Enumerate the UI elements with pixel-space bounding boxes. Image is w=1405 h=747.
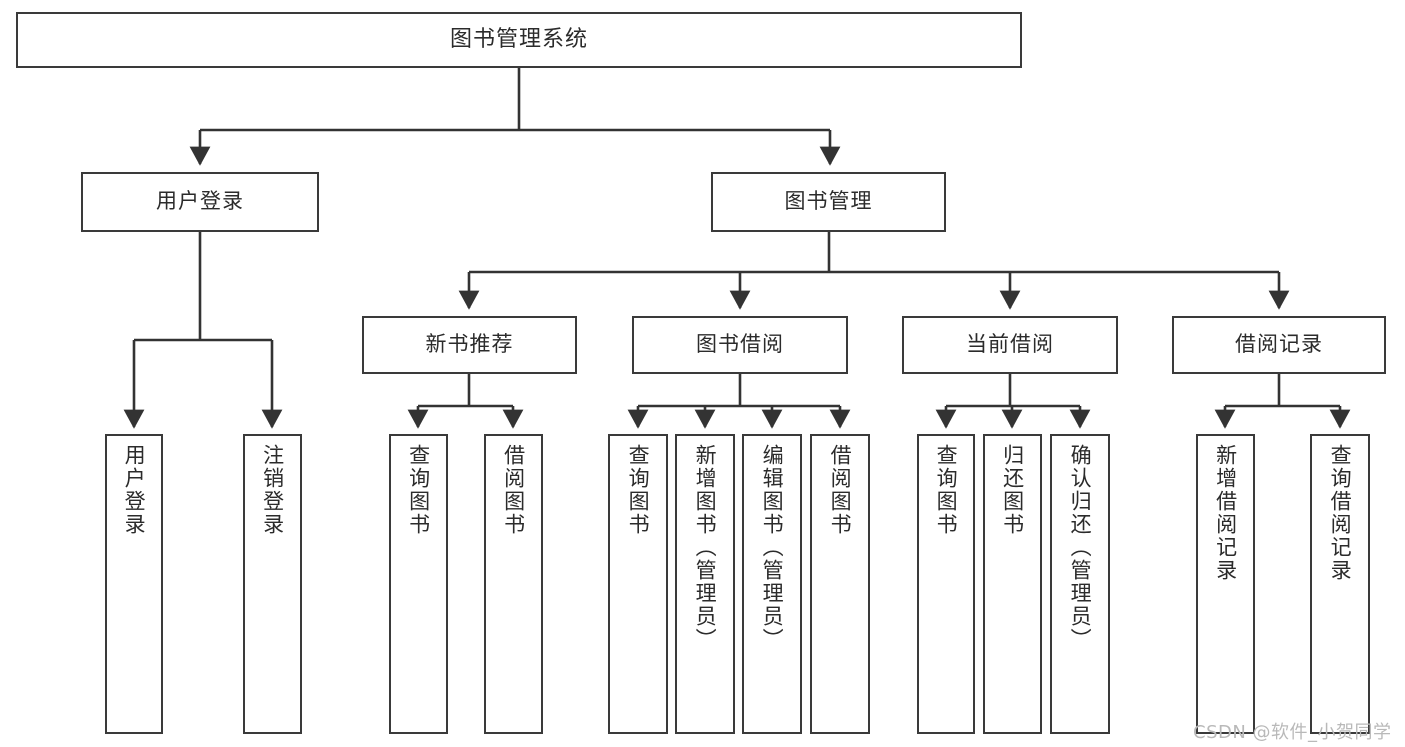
leaf-borrow-book-2[interactable]: 借阅图书 [810, 434, 870, 734]
node-book-borrow-label: 图书借阅 [696, 332, 784, 357]
leaf-user-login-label: 用户登录 [122, 444, 147, 536]
leaf-borrow-book-2-label: 借阅图书 [828, 444, 853, 536]
leaf-confirm-return-label: 确认归还（管理员） [1068, 444, 1093, 651]
node-book-manage-label: 图书管理 [784, 189, 873, 214]
node-current-borrow[interactable]: 当前借阅 [902, 316, 1118, 374]
leaf-confirm-return[interactable]: 确认归还（管理员） [1050, 434, 1110, 734]
node-book-borrow[interactable]: 图书借阅 [632, 316, 848, 374]
node-current-borrow-label: 当前借阅 [966, 332, 1054, 357]
leaf-logout-label: 注销登录 [260, 444, 285, 536]
leaf-add-book[interactable]: 新增图书（管理员） [675, 434, 735, 734]
leaf-edit-book[interactable]: 编辑图书（管理员） [742, 434, 802, 734]
leaf-borrow-book-1-label: 借阅图书 [501, 444, 526, 536]
node-root[interactable]: 图书管理系统 [16, 12, 1022, 68]
node-new-book-recommend-label: 新书推荐 [425, 332, 514, 357]
node-book-manage[interactable]: 图书管理 [711, 172, 946, 232]
node-new-book-recommend[interactable]: 新书推荐 [362, 316, 577, 374]
leaf-user-login[interactable]: 用户登录 [105, 434, 163, 734]
node-borrow-record[interactable]: 借阅记录 [1172, 316, 1386, 374]
node-user-login[interactable]: 用户登录 [81, 172, 319, 232]
leaf-logout[interactable]: 注销登录 [243, 434, 302, 734]
leaf-query-book-1[interactable]: 查询图书 [389, 434, 448, 734]
leaf-add-record[interactable]: 新增借阅记录 [1196, 434, 1255, 734]
leaf-query-book-3-label: 查询图书 [934, 444, 959, 536]
leaf-add-record-label: 新增借阅记录 [1213, 444, 1238, 582]
leaf-query-record[interactable]: 查询借阅记录 [1310, 434, 1370, 734]
leaf-add-book-label: 新增图书（管理员） [693, 444, 718, 651]
leaf-query-book-2-label: 查询图书 [626, 444, 651, 536]
leaf-return-book-label: 归还图书 [1000, 444, 1025, 536]
csdn-watermark: CSDN @软件_小贺同学 [1193, 722, 1392, 743]
leaf-query-record-label: 查询借阅记录 [1328, 444, 1353, 582]
leaf-query-book-3[interactable]: 查询图书 [917, 434, 975, 734]
leaf-return-book[interactable]: 归还图书 [983, 434, 1042, 734]
leaf-edit-book-label: 编辑图书（管理员） [760, 444, 785, 651]
leaf-query-book-2[interactable]: 查询图书 [608, 434, 668, 734]
leaf-query-book-1-label: 查询图书 [406, 444, 431, 536]
leaf-borrow-book-1[interactable]: 借阅图书 [484, 434, 543, 734]
node-root-label: 图书管理系统 [449, 26, 588, 52]
node-borrow-record-label: 借阅记录 [1235, 332, 1323, 357]
node-user-login-label: 用户登录 [156, 189, 244, 214]
